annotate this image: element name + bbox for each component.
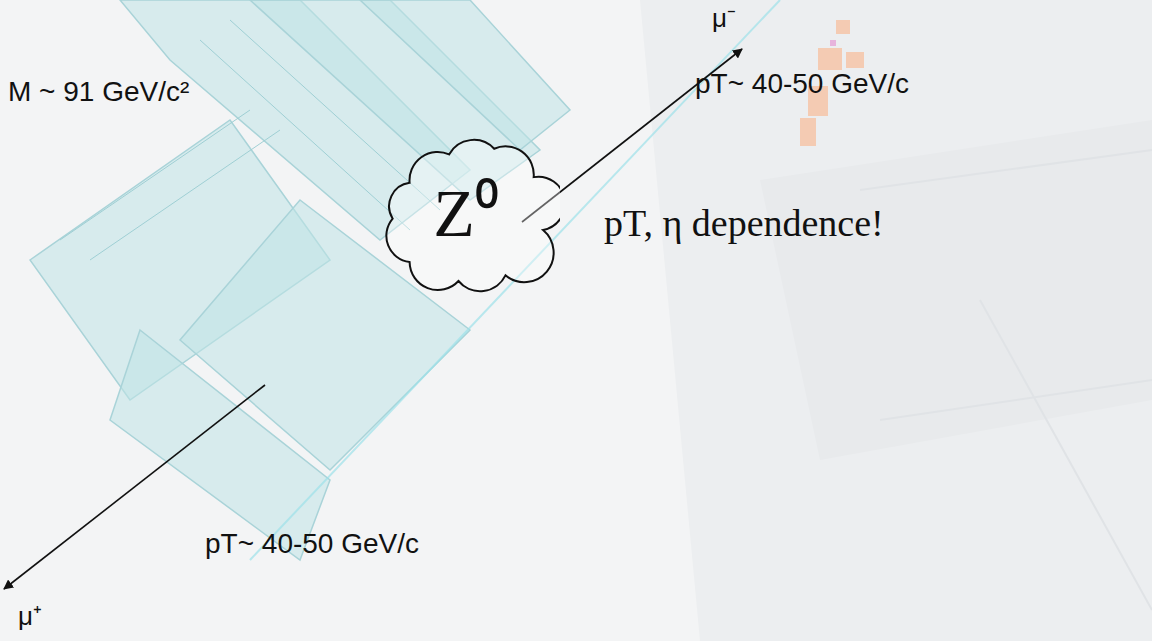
momentum-label: pT~ 40-50 GeV/c — [205, 526, 419, 561]
particle-label: μ⁻ — [712, 2, 736, 35]
note-label: pT, η dependence! — [604, 200, 884, 248]
momentum-label: pT~ 40-50 GeV/c — [695, 66, 909, 101]
mass-label: M ~ 91 GeV/c² — [8, 74, 189, 109]
node-text: Z⁰ — [433, 179, 499, 247]
z-boson-cloud: Z⁰ — [372, 128, 560, 298]
particle-label: μ⁺ — [18, 600, 42, 633]
